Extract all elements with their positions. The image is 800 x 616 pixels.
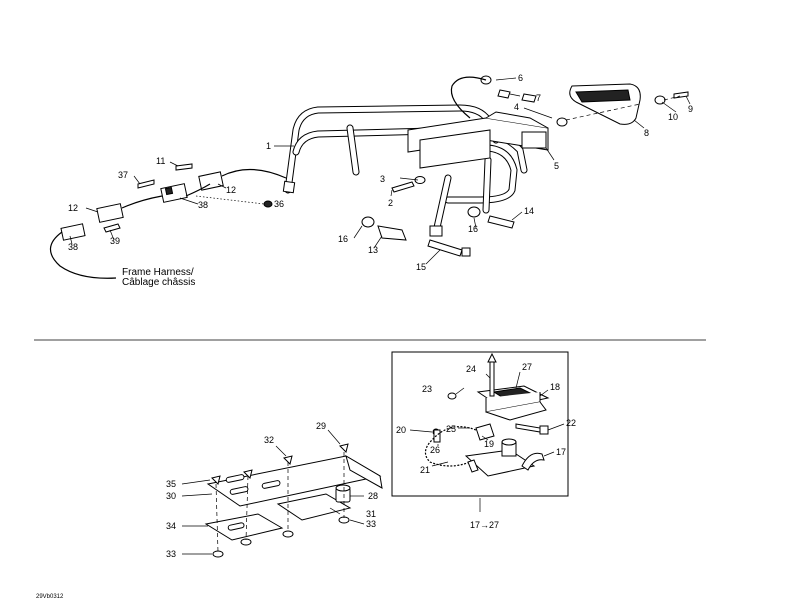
callout-29: 29 [316, 421, 326, 431]
callout-16-right: 16 [468, 224, 478, 234]
callout-11: 11 [156, 156, 165, 166]
frame-harness-label-en: Frame Harness/ [122, 267, 194, 278]
callout-4: 4 [514, 102, 519, 112]
callout-36: 36 [274, 199, 284, 209]
callout-39: 39 [110, 236, 120, 246]
callout-17: 17 [556, 447, 566, 457]
frame-harness-label-fr: Câblage châssis [122, 277, 195, 288]
callout-14: 14 [524, 206, 534, 216]
callout-15: 15 [416, 262, 426, 272]
frame-hardware [361, 176, 515, 257]
callout-38-left: 38 [68, 242, 78, 252]
callout-labels: 1 2 3 4 5 6 7 8 9 10 11 12 12 13 14 15 1… [36, 73, 693, 600]
taillight-wire [450, 76, 487, 119]
callout-32: 32 [264, 435, 274, 445]
callout-20: 20 [396, 425, 406, 435]
taillight-bracket [407, 111, 549, 169]
mounting-plate-assembly [181, 429, 383, 558]
callout-9: 9 [688, 104, 693, 114]
callout-23: 23 [422, 384, 432, 394]
callout-30: 30 [166, 491, 176, 501]
taillight [569, 83, 641, 125]
callout-27: 27 [522, 362, 532, 372]
callout-7: 7 [536, 93, 541, 103]
callout-38-right: 38 [198, 200, 208, 210]
callout-1: 1 [266, 141, 271, 151]
callout-12-left: 12 [68, 203, 78, 213]
callout-34: 34 [166, 521, 176, 531]
hitch-inset [391, 351, 569, 512]
callout-28: 28 [368, 491, 378, 501]
callout-16-left: 16 [338, 234, 348, 244]
wiring-harness [49, 163, 287, 279]
callout-22: 22 [566, 418, 576, 428]
callout-13: 13 [368, 245, 378, 255]
callout-25: 25 [446, 424, 456, 434]
callout-6: 6 [518, 73, 523, 83]
callout-3: 3 [380, 174, 385, 184]
callout-33-left: 33 [166, 549, 176, 559]
callout-37: 37 [118, 170, 128, 180]
callout-5: 5 [554, 161, 559, 171]
drawing-code: 29Vb0312 [36, 594, 64, 600]
callout-10: 10 [668, 112, 678, 122]
callout-24: 24 [466, 364, 476, 374]
callout-2: 2 [388, 198, 393, 208]
callout-8: 8 [644, 128, 649, 138]
callout-12-right: 12 [226, 185, 236, 195]
callout-31: 31 [366, 509, 376, 519]
callout-18: 18 [550, 382, 560, 392]
upper-leader-lines [69, 77, 691, 265]
callout-35: 35 [166, 479, 176, 489]
callout-26: 26 [430, 445, 440, 455]
callout-19: 19 [484, 439, 494, 449]
callout-21: 21 [420, 465, 430, 475]
inset-reference-label: 17→27 [470, 520, 499, 530]
callout-33-right: 33 [366, 519, 376, 529]
